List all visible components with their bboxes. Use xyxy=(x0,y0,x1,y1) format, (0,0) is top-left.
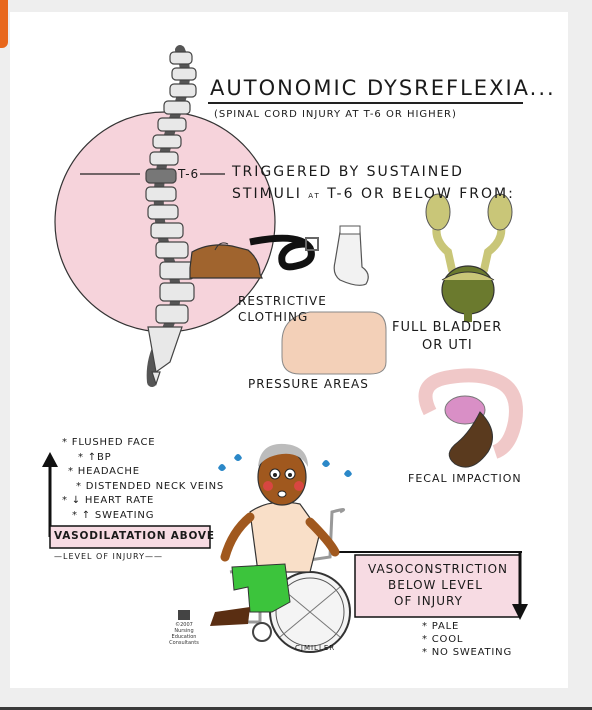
below-symptom: * NO SWEATING xyxy=(422,647,513,658)
credit-line: Nursing xyxy=(174,628,194,634)
trigger-rest: T-6 OR BELOW FROM: xyxy=(327,186,515,202)
level-of-injury-label: —LEVEL OF INJURY—— xyxy=(54,552,163,561)
pressure-label: PRESSURE AREAS xyxy=(248,377,369,391)
illustration-card: AUTONOMIC DYSREFLEXIA... (SPINAL CORD IN… xyxy=(10,12,568,688)
up-arrow-head xyxy=(42,452,58,467)
spine-drawing xyxy=(145,45,197,387)
above-symptoms-list: * FLUSHED FACE * ↑BP * HEADACHE * DISTEN… xyxy=(62,436,224,523)
page-subtitle: (SPINAL CORD INJURY AT T-6 OR HIGHER) xyxy=(214,109,457,120)
below-symptom: * COOL xyxy=(422,634,464,645)
vasoconstriction-label-line1: VASOCONSTRICTION xyxy=(368,562,509,576)
clothing-label-line1: RESTRICTIVE xyxy=(238,294,327,308)
trigger-text-line2: STIMULI AT T-6 OR BELOW FROM: xyxy=(232,186,515,202)
illustration-canvas xyxy=(42,45,528,653)
down-arrow-head xyxy=(512,604,528,620)
below-symptom: * PALE xyxy=(422,621,460,632)
clothing-label-line2: CLOTHING xyxy=(238,310,309,324)
credit-text: ©2007 Nursing Education Consultants xyxy=(166,622,202,646)
above-symptom: * HEADACHE xyxy=(68,466,140,477)
pressure-area-icon xyxy=(281,311,387,375)
bladder-icon xyxy=(425,193,513,322)
credit-line: ©2007 xyxy=(175,622,193,628)
below-symptoms-list: * PALE * COOL * NO SWEATING xyxy=(422,620,512,659)
bottom-divider xyxy=(0,707,592,710)
above-symptom: * ↑BP xyxy=(78,451,112,463)
above-symptom: * FLUSHED FACE xyxy=(62,437,156,448)
vasoconstriction-label-line2: BELOW LEVEL xyxy=(388,578,483,592)
vasoconstriction-label-line3: OF INJURY xyxy=(394,594,463,608)
wheelchair-person-icon xyxy=(210,443,352,653)
bladder-label-line1: FULL BLADDER xyxy=(392,320,503,335)
vasodilatation-box xyxy=(49,525,211,549)
bladder-label-line2: OR UTI xyxy=(422,338,473,353)
t6-marker: T-6 xyxy=(178,167,200,181)
artist-signature: CJMILLER xyxy=(295,644,336,652)
shoe-icon xyxy=(189,242,263,279)
above-symptom: * ↓ HEART RATE xyxy=(62,495,155,506)
above-symptom: * ↑ SWEATING xyxy=(72,509,155,521)
page-title: AUTONOMIC DYSREFLEXIA... xyxy=(210,76,556,100)
above-symptom: * DISTENDED NECK VEINS xyxy=(76,480,225,492)
vasodilatation-label: VASODILATATION ABOVE xyxy=(54,530,215,542)
fecal-label: FECAL IMPACTION xyxy=(408,472,522,485)
sock-icon xyxy=(333,225,369,286)
accent-tab xyxy=(0,0,8,48)
credit-line: Consultants xyxy=(169,640,199,646)
title-underline xyxy=(208,102,523,104)
trigger-text-line1: TRIGGERED BY SUSTAINED xyxy=(232,164,464,180)
belt-icon xyxy=(249,234,319,271)
credit-logo xyxy=(178,610,190,620)
vasoconstriction-box xyxy=(354,554,521,618)
credit-line: Education xyxy=(171,634,197,640)
intestine-icon xyxy=(418,368,523,468)
trigger-stimuli: STIMULI xyxy=(232,186,302,202)
trigger-at: AT xyxy=(308,192,321,200)
